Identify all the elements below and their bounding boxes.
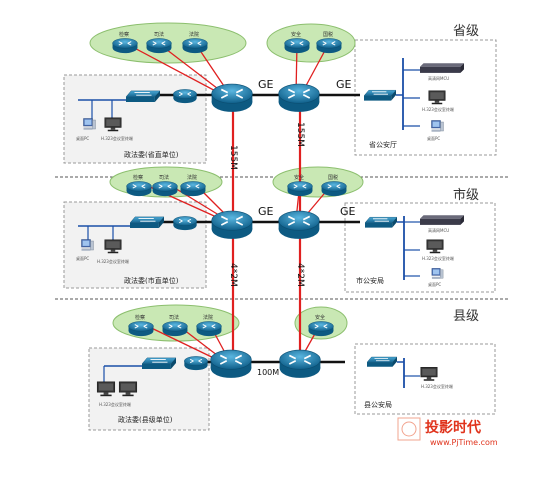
ellipse-router xyxy=(321,181,347,197)
ellipse-label: 安全 xyxy=(294,174,304,181)
county-right-box xyxy=(354,343,496,415)
core-router-county-a xyxy=(209,349,253,379)
core-router-province-a xyxy=(210,83,254,113)
switch-icon xyxy=(367,356,397,368)
ellipse-router xyxy=(180,181,206,197)
router-icon xyxy=(172,216,198,231)
core-router-city-b xyxy=(277,210,321,240)
watermark: 投影时代 www.PjTime.com xyxy=(397,417,498,447)
terminal-label: H.323会议室终端 xyxy=(422,106,454,112)
link-label-4x2m: 4*2M xyxy=(228,263,238,287)
watermark-brand: 投影时代 xyxy=(425,419,481,436)
ellipse-router xyxy=(162,321,188,337)
ellipse-router xyxy=(287,181,313,197)
ellipse-label: 国税 xyxy=(328,174,338,181)
link-label-ge: GE xyxy=(340,205,356,218)
mcu-icon xyxy=(420,215,464,225)
ellipse-label: 安全 xyxy=(315,314,325,321)
pc-label: 桌面PC xyxy=(428,281,441,287)
pc-icon xyxy=(83,118,96,131)
link-label-155m: 155M xyxy=(295,122,305,147)
mcu-label: 高清网MCU xyxy=(428,75,449,81)
ellipse-router xyxy=(128,321,154,337)
ellipse-label: 法院 xyxy=(203,314,213,321)
county-right-box-label: 县公安局 xyxy=(364,400,392,409)
ellipse-label: 司法 xyxy=(169,314,179,321)
switch-icon xyxy=(142,357,176,370)
ellipse-router xyxy=(182,38,208,54)
core-router-county-b xyxy=(278,349,322,379)
ellipse-label: 检察 xyxy=(119,31,129,38)
link-label-ge: GE xyxy=(258,78,274,91)
mcu-label: 高清网MCU xyxy=(428,227,449,233)
ellipse-label: 安全 xyxy=(291,31,301,38)
router-icon xyxy=(183,356,209,371)
province-left-box-label: 政法委(省直单位) xyxy=(124,150,179,159)
county-left-box-label: 政法委(县级单位) xyxy=(118,415,173,424)
link-label-4x2m: 4*2M xyxy=(295,263,305,287)
level-label-city: 市级 xyxy=(453,187,479,203)
switch-icon xyxy=(130,216,164,229)
watermark-url: www.PjTime.com xyxy=(430,438,498,447)
pc-label: 桌面PC xyxy=(427,135,440,141)
province-ellipse-right xyxy=(266,23,356,63)
terminal-label: H.323会议室终端 xyxy=(97,258,129,264)
pc-label: 桌面PC xyxy=(76,135,89,141)
router-icon xyxy=(172,89,198,104)
ellipse-router xyxy=(284,38,310,54)
ellipse-label: 检察 xyxy=(135,314,145,321)
ellipse-label: 法院 xyxy=(189,31,199,38)
ellipse-router xyxy=(152,181,178,197)
watermark-logo xyxy=(397,417,421,441)
level-label-county: 县级 xyxy=(453,309,479,324)
city-left-box-label: 政法委(市直单位) xyxy=(124,276,179,285)
link-label-100m: 100M xyxy=(257,368,279,377)
ellipse-router xyxy=(126,181,152,197)
vertical-trunks xyxy=(231,100,302,360)
ellipse-router xyxy=(112,38,138,54)
mcu-icon xyxy=(420,63,464,73)
switch-icon xyxy=(126,90,160,103)
pc-icon xyxy=(431,120,444,133)
ellipse-label: 检察 xyxy=(133,174,143,181)
level-label-province: 省级 xyxy=(453,24,479,39)
province-right-box-label: 省公安厅 xyxy=(369,140,397,149)
core-router-city-a xyxy=(210,210,254,240)
terminal-label: H.323会议室终端 xyxy=(101,135,133,141)
ellipse-router xyxy=(146,38,172,54)
link-label-155m: 155M xyxy=(228,145,238,170)
link-label-ge: GE xyxy=(258,205,274,218)
city-ellipse-right xyxy=(272,166,364,198)
ellipse-router xyxy=(308,321,334,337)
link-label-ge: GE xyxy=(336,78,352,91)
core-router-province-b xyxy=(277,83,321,113)
terminal-label: H.323会议室终端 xyxy=(422,255,454,261)
ellipse-label: 法院 xyxy=(187,174,197,181)
switch-icon xyxy=(364,89,396,102)
pc-icon xyxy=(81,239,94,252)
ellipse-label: 司法 xyxy=(159,174,169,181)
terminal-label: H.323会议室终端 xyxy=(99,401,131,407)
city-right-box-label: 市公安局 xyxy=(356,276,384,285)
terminal-label: H.323会议室终端 xyxy=(421,383,453,389)
pc-icon xyxy=(431,268,444,280)
ellipse-label: 司法 xyxy=(154,31,164,38)
ellipse-router xyxy=(196,321,222,337)
switch-icon xyxy=(365,216,397,229)
pc-label: 桌面PC xyxy=(76,255,89,261)
ellipse-router xyxy=(316,38,342,54)
ellipse-label: 国税 xyxy=(323,31,333,38)
